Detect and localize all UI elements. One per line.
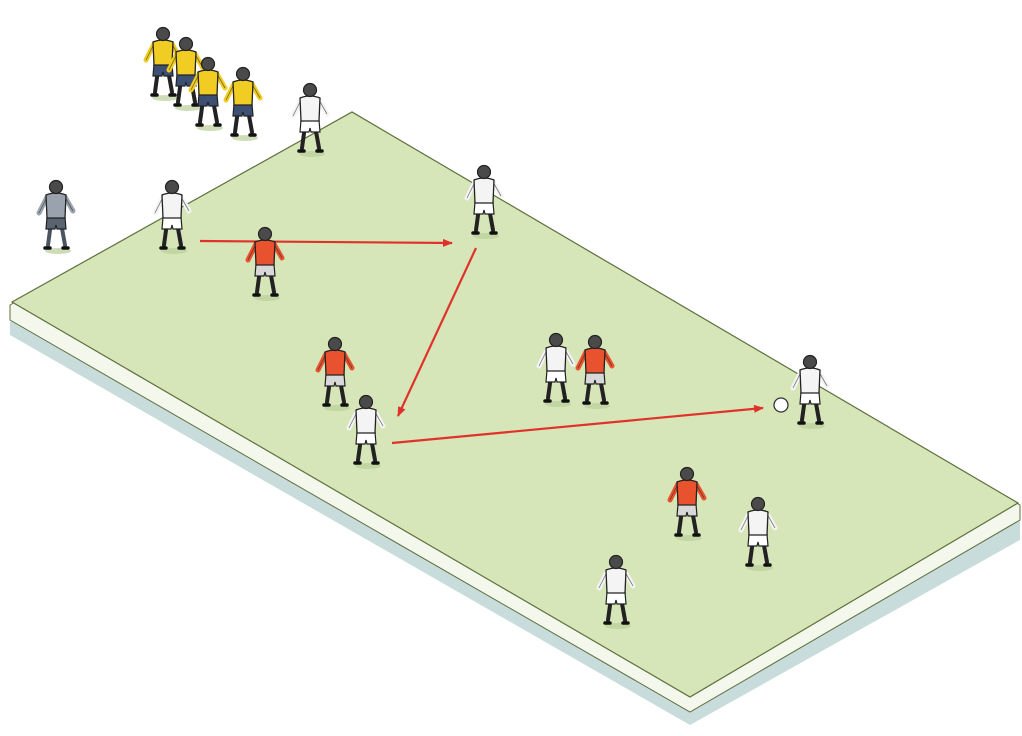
player-head [548,332,564,348]
player-shorts [197,93,219,107]
player-head [327,336,343,352]
pass-arrows [199,238,764,445]
player-shirt [161,192,183,219]
player-shirt [355,407,377,434]
player-white-top [290,82,330,157]
player-head [302,82,318,98]
football-icon [773,397,789,413]
player-head [178,36,194,52]
player-head [679,466,695,482]
player-shirt [584,347,606,374]
player-shorts [175,73,197,87]
player-white-striker [790,354,830,429]
pass-arrow [397,247,477,417]
player-head [608,554,624,570]
player-shorts [799,391,821,405]
player-head [587,334,603,350]
player-shorts [747,533,769,547]
player-shorts [45,216,67,230]
player-head [476,164,492,180]
player-shirt [473,177,495,204]
player-shirt [799,367,821,394]
player-shorts [254,263,276,277]
player-shirt [254,239,276,266]
player-shorts [605,591,627,605]
player-coach [36,179,76,254]
player-shorts [161,216,183,230]
player-head [257,226,273,242]
player-white-receiver-2 [346,394,386,469]
player-shirt [232,79,254,106]
player-head [48,179,64,195]
player-shorts [355,431,377,445]
player-red-4 [667,466,707,541]
player-shirt [605,567,627,594]
player-red-3 [575,334,615,409]
player-head [164,179,180,195]
player-white-bottom [596,554,636,629]
player-shorts [473,201,495,215]
player-white-receiver-1 [464,164,504,239]
player-shorts [299,119,321,133]
player-shirt [197,69,219,96]
player-head [155,26,171,42]
player-head [358,394,374,410]
player-white-middle [536,332,576,407]
player-shirt [676,479,698,506]
player-shirt [152,39,174,66]
player-red-1 [245,226,285,301]
player-shorts [232,103,254,117]
player-head [235,66,251,82]
player-yellow-3 [188,56,228,131]
player-white-passer [152,179,192,254]
pass-arrow [391,404,764,445]
player-yellow-4 [223,66,263,141]
player-shorts [545,369,567,383]
player-yellow-1 [143,26,183,101]
player-shirt [324,349,346,376]
player-shirt [747,509,769,536]
player-shirt [175,49,197,76]
player-head [802,354,818,370]
player-shorts [324,373,346,387]
player-shorts [584,371,606,385]
player-shorts [676,503,698,517]
player-shirt [45,192,67,219]
players [36,26,830,629]
player-head [750,496,766,512]
player-white-bottom-right [738,496,778,571]
pass-arrow [199,238,453,247]
player-shirt [545,345,567,372]
player-head [200,56,216,72]
player-red-2 [315,336,355,411]
player-shirt [299,95,321,122]
